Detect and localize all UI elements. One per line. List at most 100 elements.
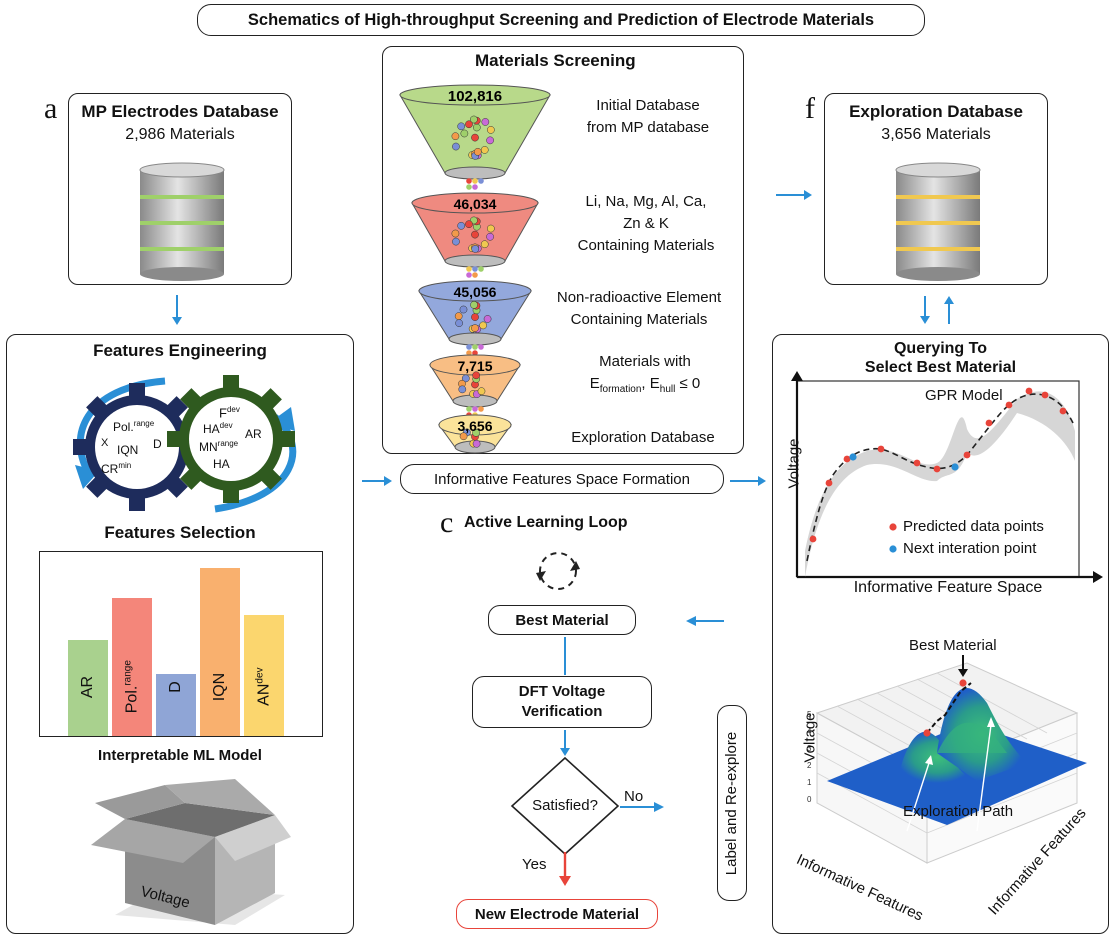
panel-d-title-line2: Select Best Material: [864, 359, 1017, 376]
z-tick-label: 5: [807, 710, 812, 719]
arrow-e-to-f: [776, 190, 812, 200]
funnel-5: 3,656: [438, 414, 512, 454]
feature-bar-label: ANdev: [254, 667, 273, 706]
surface-peak-1: [897, 731, 977, 783]
arrow-f-to-d: [920, 296, 930, 324]
label-reexplore-label: Label and Re-explore: [723, 731, 741, 875]
features-space-label: Informative Features Space Formation: [434, 470, 690, 488]
gpr-mean-curve: [806, 393, 1074, 562]
legend-next-marker: [889, 545, 897, 553]
funnel-1: 102,816: [399, 84, 551, 190]
z-tick-label: 4: [807, 727, 812, 736]
new-electrode-material-box: New Electrode Material: [456, 899, 658, 929]
panel-f-title: Exploration Database: [849, 102, 1023, 121]
features-space-box: Informative Features Space Formation: [400, 464, 724, 494]
panel-a-title: MP Electrodes Database: [81, 102, 279, 121]
interpretable-model-title: Interpretable ML Model: [98, 747, 262, 764]
best-material-point: [959, 679, 967, 687]
label-reexplore-box: Label and Re-explore: [717, 705, 747, 901]
funnel-2: 46,034: [411, 192, 539, 278]
gear-left-x: X: [101, 437, 109, 449]
gear-left-pol: Pol.range: [113, 419, 155, 434]
panel-f-subtitle: 3,656 Materials: [881, 126, 991, 143]
no-label: No: [624, 788, 644, 805]
funnel-count-4: 7,715: [457, 358, 492, 374]
z-tick-label: 3: [807, 744, 812, 753]
feature-bar-5: ANdev: [244, 615, 284, 736]
satisfied-label: Satisfied?: [532, 797, 598, 814]
arrow-dft-to-satisfied: [560, 730, 570, 756]
gpr-model-label: GPR Model: [925, 387, 1003, 404]
feature-bar-4: IQN: [200, 568, 240, 736]
panel-d-querying: Querying To Select Best Material GPR Mod…: [772, 334, 1109, 934]
arrow-d-to-c: [686, 616, 724, 626]
z-tick-label: 1: [807, 778, 812, 787]
legend-next-label: Next interation point: [903, 540, 1037, 557]
arrow-no: [620, 802, 664, 812]
arrow-yes: [559, 852, 571, 886]
panel-a-subtitle: 2,986 Materials: [125, 126, 235, 143]
funnel-4: 7,715: [429, 354, 521, 418]
features-selection-title: Features Selection: [104, 523, 256, 542]
gear-left-cr: CRmin: [101, 461, 132, 476]
feature-bar-2: Pol.range: [112, 598, 152, 736]
funnel-count-5: 3,656: [457, 418, 492, 434]
feature-bar-label: AR: [79, 675, 96, 699]
yes-label: Yes: [522, 856, 547, 873]
arrow-b-to-c: [362, 476, 392, 486]
database-icon-yellow: [895, 162, 981, 281]
arrow-d-to-f: [944, 296, 954, 324]
best-material-label: Best Material: [515, 611, 609, 629]
loop-cycle-icon: [536, 552, 580, 590]
z-tick-label: 0: [807, 795, 812, 804]
line-best-to-dft: [564, 637, 566, 675]
dft-verification-label: DFT Voltage Verification: [518, 683, 606, 720]
feature-bar-3: D: [156, 674, 196, 736]
gear-right-mn: MNrange: [199, 439, 239, 454]
panel-a-letter: a: [44, 92, 58, 125]
surface-zlabel: Voltage: [801, 712, 819, 763]
path-start-point: [923, 729, 931, 737]
gear-right-ha1: HAdev: [203, 421, 233, 436]
gpr-xlabel: Informative Feature Space: [853, 579, 1043, 596]
exploration-path-line: [926, 682, 972, 734]
feature-bar-label: Pol.range: [122, 659, 141, 713]
rotate-arrow-right-icon: [214, 414, 297, 513]
surface-exploration-path-label: Exploration Path: [903, 803, 1014, 820]
funnel-label-4: Materials with Eformation, Ehull ≤ 0: [589, 353, 701, 395]
dft-verification-box: DFT Voltage Verification: [472, 676, 652, 728]
arrow-a-to-b: [172, 295, 182, 325]
panel-d-title-line1: Querying To: [893, 340, 988, 357]
funnel-count-3: 45,056: [454, 284, 497, 300]
funnel-label-5: Exploration Database: [571, 429, 715, 446]
panel-c-letter: c: [440, 506, 454, 539]
gear-left-d: D: [153, 437, 162, 451]
black-box-model-icon: [91, 779, 291, 925]
y-axis-arrow-icon: [791, 371, 803, 381]
main-title: Schematics of High-throughput Screening …: [197, 4, 925, 36]
feature-bar-1: AR: [68, 640, 108, 736]
arrow-c-to-d: [730, 476, 766, 486]
feature-gears-illustration: [73, 375, 297, 513]
surface-best-material-label: Best Material: [909, 637, 997, 654]
funnel-3: 45,056: [418, 280, 532, 356]
new-electrode-material-label: New Electrode Material: [474, 905, 640, 923]
best-material-box: Best Material: [488, 605, 636, 635]
active-learning-title: Active Learning Loop: [464, 514, 628, 531]
features-engineering-title: Features Engineering: [93, 341, 267, 360]
x-axis-arrow-icon: [1093, 571, 1103, 583]
gear-right-ar: AR: [245, 427, 262, 441]
gear-left-icon: [73, 383, 201, 511]
gear-right-ha2: HA: [213, 457, 230, 471]
gear-left-iqn: IQN: [117, 443, 139, 457]
feature-selection-chart: AR Pol.range D IQN ANdev: [39, 551, 323, 737]
feature-bar-label: IQN: [211, 672, 228, 702]
gear-right-icon: [167, 375, 295, 503]
gpr-ylabel: Voltage: [785, 438, 803, 489]
